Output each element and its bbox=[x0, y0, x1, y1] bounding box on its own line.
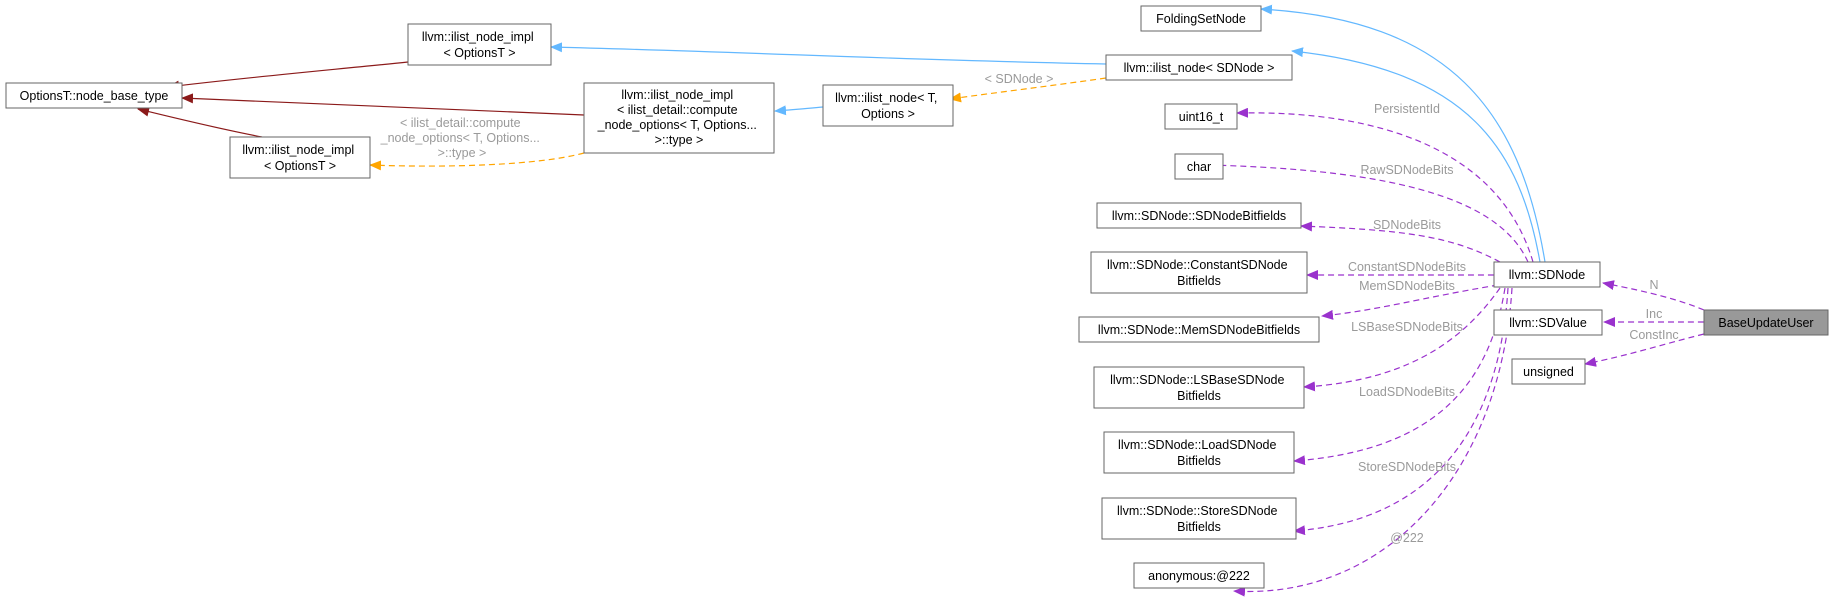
edge-label-storebits: StoreSDNodeBits bbox=[1358, 460, 1456, 474]
edge-sdnode-to-folding bbox=[1260, 4, 1546, 263]
edge-ilist-node-t-to-impl-mid bbox=[774, 105, 824, 116]
node-load-sdnode-bitfields[interactable]: llvm::SDNode::LoadSDNode Bitfields bbox=[1103, 431, 1295, 474]
node-unsigned[interactable]: unsigned bbox=[1511, 358, 1586, 385]
edge-member-persistent bbox=[1236, 107, 1534, 263]
node-ilist-node-t[interactable]: llvm::ilist_node< T, Options > bbox=[822, 84, 954, 127]
node-options-base[interactable]: OptionsT::node_base_type bbox=[5, 82, 183, 109]
svg-text:uint16_t: uint16_t bbox=[1179, 110, 1224, 124]
svg-text:llvm::SDNode::LSBaseSDNode: llvm::SDNode::LSBaseSDNode Bitfields bbox=[1110, 373, 1288, 403]
node-sdnode-bitfields[interactable]: llvm::SDNode::SDNodeBitfields bbox=[1096, 202, 1302, 229]
node-folding-set-node[interactable]: FoldingSetNode bbox=[1140, 5, 1262, 32]
svg-text:llvm::ilist_node< SDNode >: llvm::ilist_node< SDNode > bbox=[1124, 61, 1275, 75]
svg-text:llvm::ilist_node_impl: llvm::ilist_node_impl < OptionsT > bbox=[242, 143, 357, 173]
svg-text:anonymous:@222: anonymous:@222 bbox=[1148, 569, 1250, 583]
edge-impl-bottom-to-base bbox=[137, 106, 263, 138]
svg-text:llvm::ilist_node_impl: llvm::ilist_node_impl < OptionsT > bbox=[422, 30, 537, 60]
edge-label-loadbits: LoadSDNodeBits bbox=[1359, 385, 1455, 399]
edge-ilist-node-sd-to-impl-top bbox=[550, 42, 1107, 65]
edge-label-persistent: PersistentId bbox=[1374, 102, 1440, 116]
svg-text:llvm::SDNode::MemSDNodeBitfiel: llvm::SDNode::MemSDNodeBitfields bbox=[1098, 323, 1300, 337]
node-char[interactable]: char bbox=[1174, 153, 1224, 180]
edge-label-constinc: ConstInc bbox=[1629, 328, 1678, 342]
node-sdnode[interactable]: llvm::SDNode bbox=[1493, 261, 1601, 288]
svg-text:llvm::SDNode::SDNodeBitfields: llvm::SDNode::SDNodeBitfields bbox=[1112, 209, 1286, 223]
node-base-update-user[interactable]: BaseUpdateUser bbox=[1703, 309, 1829, 336]
edge-label-anon: @222 bbox=[1390, 531, 1424, 545]
node-uint16[interactable]: uint16_t bbox=[1164, 103, 1238, 130]
edge-label-constbits: ConstantSDNodeBits bbox=[1348, 260, 1466, 274]
svg-text:char: char bbox=[1187, 160, 1211, 174]
edge-member-storebits bbox=[1293, 287, 1509, 536]
node-mem-sdnode-bitfields[interactable]: llvm::SDNode::MemSDNodeBitfields bbox=[1078, 316, 1320, 343]
svg-text:llvm::SDValue: llvm::SDValue bbox=[1509, 316, 1587, 330]
edge-label-sdnode-tmpl: < SDNode > bbox=[985, 72, 1054, 86]
edge-impl-top-to-base bbox=[167, 61, 409, 91]
node-sdvalue[interactable]: llvm::SDValue bbox=[1493, 309, 1603, 336]
svg-text:llvm::SDNode: llvm::SDNode bbox=[1509, 268, 1585, 282]
edge-label-inc: Inc bbox=[1646, 307, 1663, 321]
edge-sdnode-to-ilist-node-sd bbox=[1291, 47, 1541, 263]
edge-label-membits: MemSDNodeBits bbox=[1359, 279, 1455, 293]
node-ilist-impl-bottom[interactable]: llvm::ilist_node_impl < OptionsT > bbox=[229, 136, 371, 179]
edge-label-lsbits: LSBaseSDNodeBits bbox=[1351, 320, 1463, 334]
svg-text:llvm::SDNode::ConstantSDNode: llvm::SDNode::ConstantSDNode Bitfields bbox=[1107, 258, 1291, 288]
edge-label-sdbits: SDNodeBits bbox=[1373, 218, 1441, 232]
edge-label-n: N bbox=[1649, 278, 1658, 292]
edge-member-constinc bbox=[1584, 333, 1705, 367]
edge-tmpl-sdnode bbox=[949, 77, 1107, 103]
edge-label-compute-tmpl: < ilist_detail::compute _node_options< T… bbox=[380, 116, 544, 160]
edge-label-raw: RawSDNodeBits bbox=[1360, 163, 1453, 177]
svg-text:unsigned: unsigned bbox=[1523, 365, 1574, 379]
node-ilist-impl-top[interactable]: llvm::ilist_node_impl < OptionsT > bbox=[407, 23, 552, 66]
edge-tmpl-compute bbox=[369, 152, 585, 171]
edge-member-n bbox=[1602, 280, 1705, 311]
node-store-sdnode-bitfields[interactable]: llvm::SDNode::StoreSDNode Bitfields bbox=[1101, 497, 1297, 540]
edge-member-loadbits bbox=[1293, 287, 1506, 466]
svg-text:OptionsT::node_base_type: OptionsT::node_base_type bbox=[20, 89, 169, 103]
edge-member-sdbits bbox=[1300, 221, 1501, 263]
edge-member-raw bbox=[1208, 160, 1529, 263]
edge-member-anon bbox=[1233, 287, 1513, 597]
svg-text:FoldingSetNode: FoldingSetNode bbox=[1156, 12, 1246, 26]
svg-text:BaseUpdateUser: BaseUpdateUser bbox=[1718, 316, 1813, 330]
node-ilist-impl-mid[interactable]: llvm::ilist_node_impl < ilist_detail::co… bbox=[583, 82, 775, 154]
edge-impl-mid-to-base bbox=[181, 93, 585, 116]
svg-text:llvm::ilist_node< T, O: llvm::ilist_node< T, Options > bbox=[835, 91, 941, 121]
node-constant-sdnode-bitfields[interactable]: llvm::SDNode::ConstantSDNode Bitfields bbox=[1090, 251, 1308, 294]
svg-text:llvm::ilist_node_impl: llvm::ilist_node_impl < ilist_detail::co… bbox=[597, 88, 761, 147]
edge-member-lsbits bbox=[1303, 287, 1501, 392]
svg-text:llvm::SDNode::StoreSDNode: llvm::SDNode::StoreSDNode Bitfields bbox=[1117, 504, 1281, 534]
node-ilist-node-sdnode[interactable]: llvm::ilist_node< SDNode > bbox=[1105, 54, 1293, 81]
svg-text:llvm::SDNode::LoadSDNode: llvm::SDNode::LoadSDNode Bitfields bbox=[1118, 438, 1280, 468]
node-anonymous-222[interactable]: anonymous:@222 bbox=[1133, 562, 1265, 589]
node-lsbase-sdnode-bitfields[interactable]: llvm::SDNode::LSBaseSDNode Bitfields bbox=[1093, 366, 1305, 409]
